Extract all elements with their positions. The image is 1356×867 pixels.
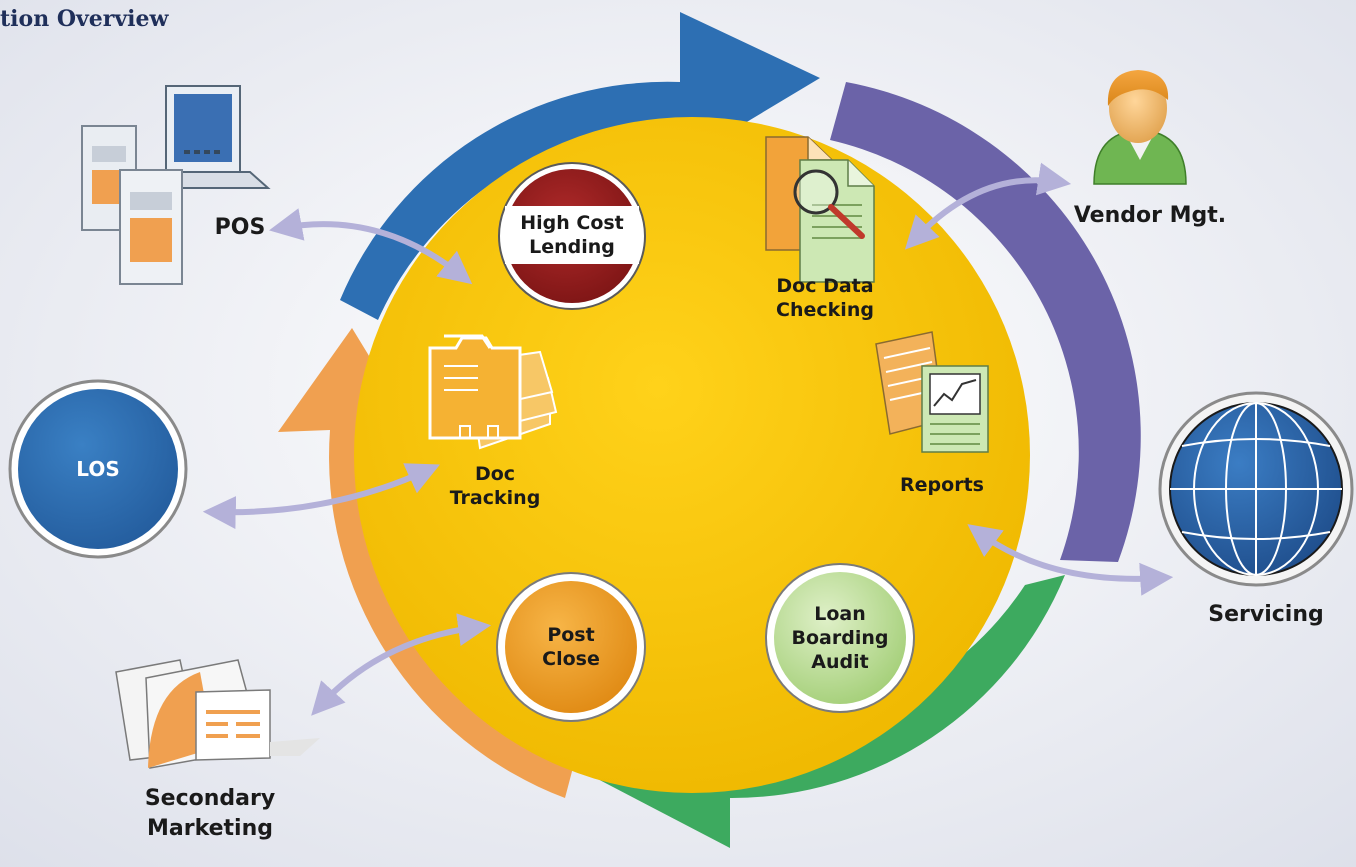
node-label-loan-boarding-audit: Loan Boarding Audit [791, 603, 889, 673]
node-label-servicing: Servicing [1208, 602, 1324, 627]
connector-vendor [904, 162, 1072, 250]
core-circle [354, 117, 1030, 793]
node-label-secondary-marketing: Secondary Marketing [144, 786, 276, 841]
globe-icon [1158, 391, 1354, 587]
document-magnifier-icon [765, 136, 875, 283]
node-label-reports: Reports [900, 474, 984, 496]
page-title: tion Overview [0, 6, 169, 32]
node-label-vendor-mgt: Vendor Mgt. [1073, 203, 1227, 228]
connector-servicing [967, 524, 1174, 596]
person-icon [1093, 70, 1187, 185]
node-label-high-cost-lending: High Cost Lending [520, 212, 624, 258]
connector-pos [269, 208, 473, 285]
orange-circle-icon [496, 572, 646, 722]
chart-report-icon [875, 331, 989, 453]
connector-los [202, 463, 440, 530]
blue-circle-icon [8, 379, 188, 559]
documents-icon [115, 659, 320, 769]
computer-servers-icon [81, 85, 271, 285]
connector-secondary [311, 613, 492, 716]
no-entry-sign-icon [498, 162, 646, 310]
orange-cycle-arrow [278, 328, 575, 798]
node-label-doc-data-checking: Doc Data Checking [776, 275, 874, 321]
node-label-post-close: Post Close [542, 624, 600, 670]
node-label-pos: POS [214, 215, 266, 240]
node-label-los: LOS [76, 457, 120, 481]
folder-icon [428, 334, 558, 450]
green-circle-icon [765, 563, 915, 713]
node-label-doc-tracking: Doc Tracking [449, 463, 541, 509]
connectors [202, 162, 1174, 716]
blue-cycle-arrow [340, 12, 820, 320]
